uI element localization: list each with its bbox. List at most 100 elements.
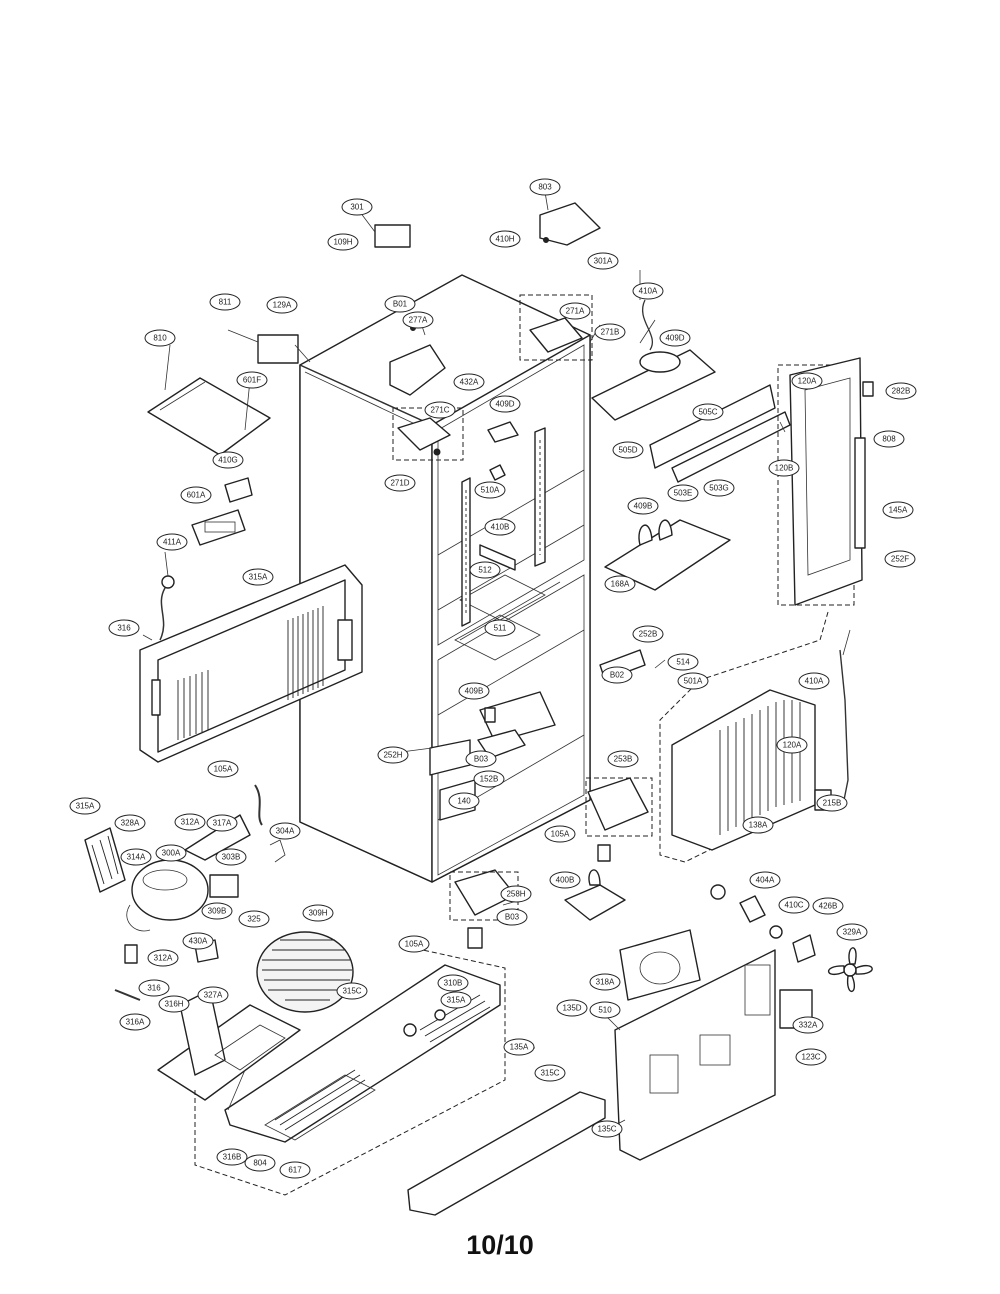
callout-label: 123C xyxy=(801,1053,820,1062)
part-callout: 332A xyxy=(792,1016,824,1034)
callout-label: 808 xyxy=(882,435,896,444)
callout-oval xyxy=(496,908,528,926)
callout-oval xyxy=(341,198,373,216)
callout-label: B02 xyxy=(610,671,625,680)
part-callout: 145A xyxy=(882,501,914,519)
callout-oval xyxy=(604,575,636,593)
callout-oval xyxy=(384,295,416,313)
callout-label: 314A xyxy=(127,853,146,862)
part-callout: 325 xyxy=(238,910,270,928)
callout-oval xyxy=(242,568,274,586)
callout-label: 282B xyxy=(892,387,911,396)
callout-oval xyxy=(158,995,190,1013)
callout-oval xyxy=(529,178,561,196)
bottom-grille xyxy=(407,1091,606,1216)
part-callout: 105A xyxy=(207,760,239,778)
part-callout: 505C xyxy=(692,403,724,421)
part-callout: 404A xyxy=(749,871,781,889)
callout-label: 135C xyxy=(597,1125,616,1134)
callout-oval xyxy=(212,451,244,469)
callout-oval xyxy=(484,518,516,536)
callout-oval xyxy=(591,1120,623,1138)
callout-oval xyxy=(155,844,187,862)
part-callout: 315A xyxy=(242,568,274,586)
compressor-assembly xyxy=(84,784,286,964)
part-callout: 120B xyxy=(768,459,800,477)
part-callout: 410B xyxy=(484,518,516,536)
callout-oval xyxy=(703,479,735,497)
part-callout: 315A xyxy=(440,991,472,1009)
callout-label: 505C xyxy=(698,408,717,417)
callout-oval xyxy=(453,373,485,391)
part-callout: 300A xyxy=(155,844,187,862)
callout-label: 309H xyxy=(308,909,327,918)
part-callout: 409B xyxy=(458,682,490,700)
callout-label: 505D xyxy=(618,446,637,455)
callout-oval xyxy=(594,323,626,341)
part-callout: 301 xyxy=(341,198,373,216)
callout-oval xyxy=(474,481,506,499)
part-callout: 803 xyxy=(529,178,561,196)
callout-label: 432A xyxy=(460,378,479,387)
part-callout: 120A xyxy=(791,372,823,390)
callout-oval xyxy=(749,871,781,889)
callout-oval xyxy=(469,561,501,579)
machine-room-cover xyxy=(139,564,363,763)
part-callout: 271C xyxy=(424,401,456,419)
part-callout: 168A xyxy=(604,575,636,593)
callout-oval xyxy=(559,302,591,320)
part-callout: 410G xyxy=(212,451,244,469)
callout-label: 303B xyxy=(222,853,241,862)
part-callouts: 301803410H301A109HB01277A271A271B410A409… xyxy=(69,178,917,1179)
power-cord xyxy=(159,575,175,641)
part-callout: 312A xyxy=(147,949,179,967)
callout-oval xyxy=(266,296,298,314)
part-callout: 503E xyxy=(667,484,699,502)
hinge-brackets xyxy=(257,202,601,481)
callout-oval xyxy=(197,986,229,1004)
part-callout: 503G xyxy=(703,479,735,497)
callout-oval xyxy=(402,311,434,329)
callout-oval xyxy=(108,619,140,637)
callout-label: 120A xyxy=(783,741,802,750)
part-callout: 315C xyxy=(534,1064,566,1082)
part-callout: 432A xyxy=(453,373,485,391)
part-callout: 514 xyxy=(667,653,699,671)
callout-label: 511 xyxy=(494,624,507,633)
callout-oval xyxy=(216,1148,248,1166)
callout-label: 318A xyxy=(596,978,615,987)
callout-label: 503G xyxy=(709,484,729,493)
part-callout: 617 xyxy=(279,1161,311,1179)
part-callout: 430A xyxy=(182,932,214,950)
callout-oval xyxy=(182,932,214,950)
part-callout: 271B xyxy=(594,323,626,341)
callout-label: 309B xyxy=(208,907,227,916)
callout-label: 315A xyxy=(249,573,268,582)
light-housing xyxy=(591,299,791,483)
part-callout: 315A xyxy=(69,797,101,815)
part-callout: 808 xyxy=(873,430,905,448)
callout-oval xyxy=(544,825,576,843)
callout-oval xyxy=(587,252,619,270)
part-callout: 512 xyxy=(469,561,501,579)
callout-label: 316 xyxy=(147,984,161,993)
callout-label: 514 xyxy=(676,658,690,667)
part-callout: 410H xyxy=(489,230,521,248)
callout-oval xyxy=(138,979,170,997)
callout-oval xyxy=(302,904,334,922)
callout-label: 312A xyxy=(181,818,200,827)
callout-oval xyxy=(768,459,800,477)
callout-label: 811 xyxy=(219,298,232,307)
callout-oval xyxy=(114,814,146,832)
part-callout: 316B xyxy=(216,1148,248,1166)
callout-label: 316 xyxy=(117,624,131,633)
callout-oval xyxy=(207,760,239,778)
part-callout: 135D xyxy=(556,999,588,1017)
callout-oval xyxy=(882,501,914,519)
part-callout: 410A xyxy=(798,672,830,690)
callout-oval xyxy=(244,1154,276,1172)
callout-label: 512 xyxy=(478,566,492,575)
part-callout: 810 xyxy=(144,329,176,347)
callout-oval xyxy=(269,822,301,840)
callout-oval xyxy=(120,848,152,866)
